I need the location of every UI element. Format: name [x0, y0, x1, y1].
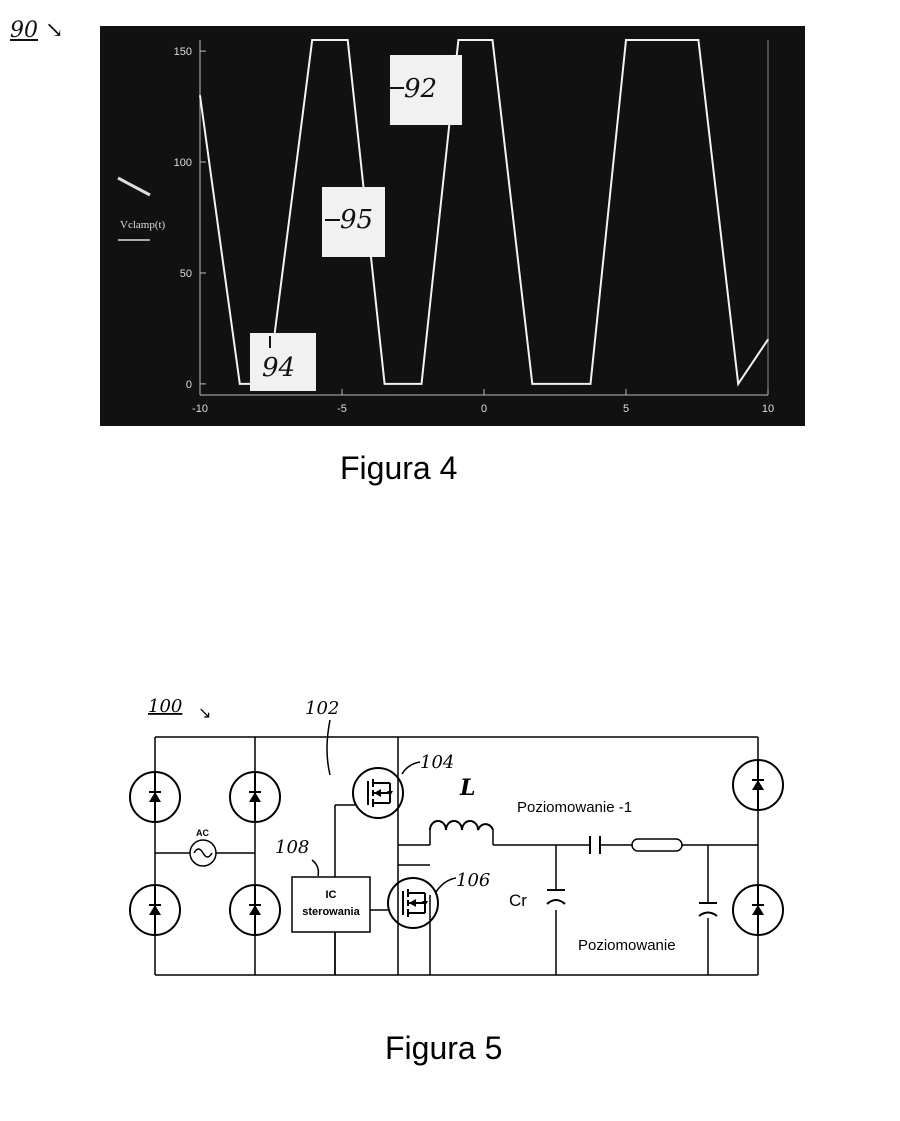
- y-tick-label: 150: [174, 46, 192, 58]
- lamp-icon: [631, 838, 683, 852]
- arrow-icon: ↘: [38, 18, 64, 43]
- leader-line: [401, 761, 421, 775]
- waveform-point: [199, 94, 201, 97]
- capacitor-icon: [546, 899, 566, 905]
- inductor-label: L: [459, 775, 475, 801]
- figure4-ref-label: 90 ↘: [10, 18, 64, 43]
- arrow-icon: ↘: [198, 705, 211, 722]
- ref-102: 102: [305, 698, 339, 719]
- inductor-icon: [429, 820, 494, 831]
- diode-icon: [229, 771, 281, 823]
- waveform-point: [767, 338, 769, 341]
- y-tick-label: 0: [186, 379, 192, 391]
- ic-controller-line2: sterowania: [302, 906, 360, 918]
- callout-94-patch: [250, 333, 316, 391]
- label-mark: [117, 176, 151, 197]
- ref-104: 104: [420, 752, 454, 773]
- diode-icon: [732, 759, 784, 811]
- y-tick-label: 50: [180, 268, 192, 280]
- callout-92-patch: [390, 55, 462, 125]
- figure4-chart: 150 100 50 0 -10 -5 0 5 10 Vclamp(t) 92 95 94: [100, 26, 805, 426]
- waveform-point: [420, 383, 423, 385]
- cr-label: Cr: [509, 891, 527, 910]
- ref-106: 106: [456, 870, 490, 891]
- waveform-point: [697, 39, 700, 41]
- diode-icon: [229, 884, 281, 936]
- callout-95: 95: [340, 205, 373, 235]
- callout-92: 92: [404, 74, 437, 104]
- waveform-point: [238, 383, 241, 385]
- waveform-point: [625, 39, 627, 41]
- waveform-point: [346, 39, 349, 41]
- level-label: Poziomowanie: [578, 937, 676, 954]
- waveform-point: [531, 383, 534, 385]
- ref-108: 108: [275, 837, 309, 858]
- waveform-point: [737, 383, 739, 385]
- waveform-point: [565, 383, 568, 385]
- ic-controller-line1: IC: [326, 889, 337, 901]
- ac-label: AC: [196, 828, 209, 838]
- waveform-point: [663, 39, 666, 41]
- x-tick-label: -5: [337, 403, 347, 415]
- level-minus1-label: Poziomowanie -1: [517, 799, 632, 816]
- waveform-point: [383, 383, 386, 385]
- figure5-caption: Figura 5: [385, 1030, 503, 1066]
- diode-icon: [129, 771, 181, 823]
- x-tick-label: 0: [481, 403, 487, 415]
- callout-95-patch: [322, 187, 385, 257]
- figure5-ref-label: 100: [148, 696, 182, 717]
- waveform-point: [589, 383, 592, 385]
- leader-line: [326, 719, 331, 776]
- ic-controller-box: [291, 876, 371, 933]
- y-tick-label: 100: [174, 157, 192, 169]
- diode-icon: [129, 884, 181, 936]
- y-axis-label: Vclamp(t): [120, 219, 166, 231]
- waveform-point: [457, 39, 460, 41]
- waveform-point: [491, 39, 494, 41]
- diode-icon: [732, 884, 784, 936]
- x-tick-label: -10: [192, 403, 208, 415]
- waveform-point: [311, 39, 313, 41]
- mosfet-icon: [352, 767, 404, 819]
- callout-94: 94: [262, 353, 295, 383]
- figure4-caption: Figura 4: [340, 450, 458, 486]
- x-tick-label: 10: [762, 403, 774, 415]
- leader-line: [311, 859, 320, 877]
- leader-line: [435, 877, 457, 893]
- x-tick-label: 5: [623, 403, 629, 415]
- ac-source-icon: [189, 839, 217, 867]
- capacitor-icon: [698, 911, 718, 917]
